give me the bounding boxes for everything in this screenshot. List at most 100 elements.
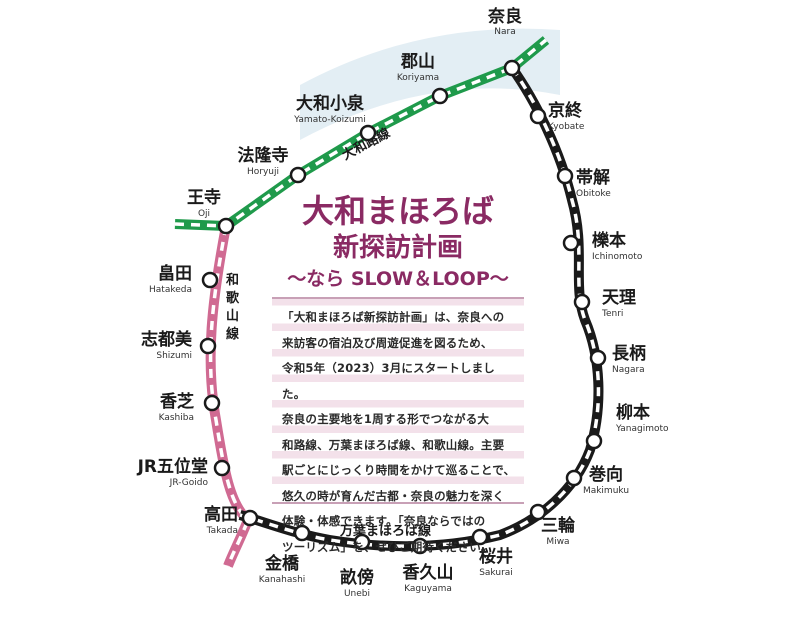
description-line: 「大和まほろば新探訪計画」は、奈良への bbox=[282, 310, 505, 324]
station-marker-yamato-koizumi bbox=[359, 124, 377, 142]
description-line: 来訪客の宿泊及び周遊促進を図るため、 bbox=[282, 335, 493, 350]
station-name-en: Sakurai bbox=[479, 568, 513, 578]
station-name-en: Kashiba bbox=[159, 413, 194, 423]
station-name-en: Yamato-Koizumi bbox=[293, 115, 366, 125]
sky-tint bbox=[300, 28, 560, 140]
station-name-en: Horyuji bbox=[247, 167, 279, 177]
station-marker-sakurai bbox=[471, 528, 489, 546]
description-line: 奈良の主要地を1周する形でつながる大 bbox=[282, 412, 490, 426]
station-marker-miwa bbox=[529, 503, 547, 521]
station-name-jp: 帯解 bbox=[576, 167, 610, 188]
station-name-jp: JR五位堂 bbox=[137, 456, 208, 477]
station-name-en: Makimuku bbox=[583, 486, 629, 496]
station-name-jp: 畝傍 bbox=[340, 567, 374, 588]
station-name-jp: 志都美 bbox=[141, 329, 193, 350]
station-name-jp: 王寺 bbox=[187, 187, 221, 208]
station-name-jp: 香久山 bbox=[403, 562, 454, 583]
station-marker-kaguyama bbox=[411, 537, 429, 555]
manyo-line bbox=[238, 65, 604, 552]
station-marker-tenri bbox=[573, 293, 591, 311]
station-name-jp: 高田 bbox=[204, 504, 238, 525]
station-name-jp: 巻向 bbox=[588, 464, 623, 485]
station-name-en: Koriyama bbox=[397, 73, 439, 83]
station-name-jp: 天理 bbox=[602, 288, 636, 308]
station-name-jp: 長柄 bbox=[612, 343, 646, 364]
station-name-en: Kanahashi bbox=[259, 575, 306, 585]
station-marker-nagara bbox=[589, 349, 607, 367]
title-line1: 大和まほろば bbox=[302, 192, 494, 230]
station-name-en: Takada bbox=[206, 526, 238, 536]
station-name-jp: 金橋 bbox=[264, 553, 300, 574]
station-name-jp: 畠田 bbox=[158, 263, 192, 284]
station-marker-koriyama bbox=[431, 87, 449, 105]
station-name-en: Kyobate bbox=[548, 122, 585, 132]
description-line: 和路線、万葉まほろば線、和歌山線。主要 bbox=[282, 437, 505, 452]
station-marker-takada bbox=[241, 509, 259, 527]
station-marker-ichinomoto bbox=[562, 234, 580, 252]
station-name-jp: 郡山 bbox=[400, 52, 435, 72]
station-marker-shizumi bbox=[199, 337, 217, 355]
station-name-en: Ichinomoto bbox=[592, 252, 643, 262]
station-marker-hatakeda bbox=[201, 271, 219, 289]
description-line: 駅ごとにじっくり時間をかけて巡ることで、 bbox=[282, 463, 516, 477]
description-line: 令和5年（2023）3月にスタートしました。 bbox=[282, 361, 496, 401]
station-labels: 奈良Nara郡山Koriyama大和小泉Yamato-Koizumi法隆寺Hor… bbox=[137, 6, 669, 599]
description-line: ツーリズム」を、ぜひご期待ください。 bbox=[282, 539, 493, 554]
station-marker-kashiba bbox=[203, 394, 221, 412]
wakayama-line-label: 和 歌 山 線 bbox=[226, 272, 240, 342]
station-name-en: JR-Goido bbox=[169, 478, 209, 488]
station-name-jp: 櫟本 bbox=[592, 230, 626, 251]
wakayama-label-char: 歌 bbox=[226, 290, 240, 306]
station-name-en: Tenri bbox=[601, 309, 623, 319]
station-marker-horyuji bbox=[289, 166, 307, 184]
station-marker-nara bbox=[503, 59, 521, 77]
station-marker-makimuku bbox=[565, 469, 583, 487]
wakayama-label-char: 和 bbox=[226, 272, 239, 288]
description-box: 「大和まほろば新探訪計画」は、奈良への来訪客の宿泊及び周遊促進を図るため、令和5… bbox=[272, 297, 524, 554]
map-title: 大和まほろば 新探訪計画 ～なら SLOW＆LOOP～ bbox=[287, 192, 509, 290]
station-name-jp: 香芝 bbox=[160, 391, 194, 412]
wakayama-label-char: 線 bbox=[226, 326, 240, 342]
station-marker-kanahashi bbox=[293, 524, 311, 542]
station-name-jp: 法隆寺 bbox=[238, 145, 289, 166]
station-name-jp: 三輪 bbox=[541, 515, 576, 536]
station-name-jp: 大和小泉 bbox=[296, 93, 365, 114]
station-name-en: Nara bbox=[494, 27, 515, 37]
wakayama-line bbox=[205, 225, 254, 568]
station-markers bbox=[199, 59, 607, 555]
station-name-en: Yanagimoto bbox=[615, 424, 669, 434]
station-name-en: Obitoke bbox=[576, 189, 611, 199]
station-name-jp: 京終 bbox=[548, 100, 583, 121]
station-name-jp: 桜井 bbox=[479, 546, 513, 567]
station-name-en: Nagara bbox=[612, 365, 645, 375]
station-marker-obitoke bbox=[556, 167, 574, 185]
title-line2: 新探訪計画 bbox=[333, 232, 463, 263]
wakayama-label-char: 山 bbox=[226, 308, 239, 324]
station-name-en: Shizumi bbox=[156, 351, 192, 361]
station-name-en: Oji bbox=[198, 209, 210, 219]
station-marker-jr-goido bbox=[213, 459, 231, 477]
station-name-en: Kaguyama bbox=[404, 584, 452, 594]
station-marker-yanagimoto bbox=[585, 432, 603, 450]
